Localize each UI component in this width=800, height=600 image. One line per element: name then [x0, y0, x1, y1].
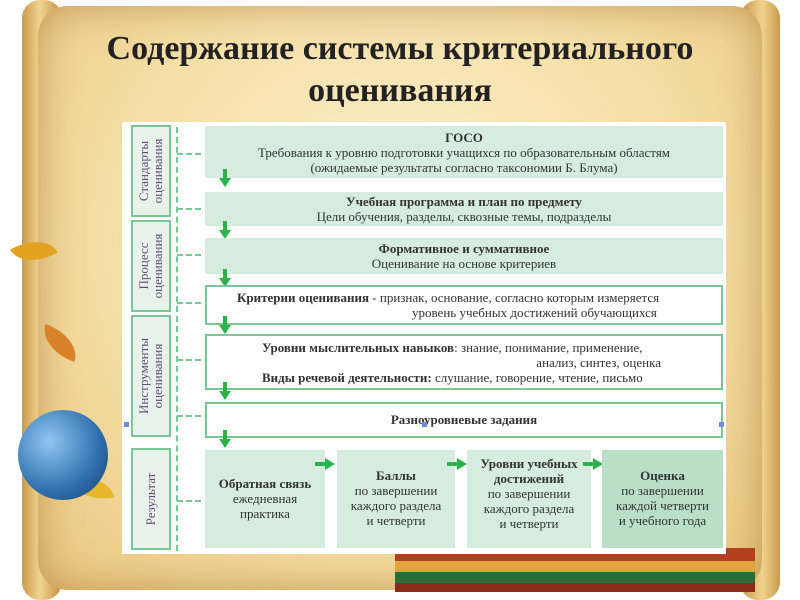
arrow-down-icon — [219, 382, 231, 400]
achievement-levels-line-1: по завершении — [487, 486, 571, 501]
goso-line-2: (ожидаемые результаты согласно таксономи… — [310, 160, 618, 175]
grade-line-2: каждой четверти — [616, 498, 709, 513]
dashed-connector — [177, 500, 201, 502]
speech-activity-heading: Виды речевой деятельности: — [262, 370, 432, 385]
grade-box: Оценка по завершении каждой четверти и у… — [602, 450, 723, 548]
points-box: Баллы по завершении каждого раздела и че… — [337, 450, 455, 548]
selection-handle — [124, 422, 129, 427]
points-heading: Баллы — [376, 468, 416, 483]
arrow-right-icon — [315, 458, 335, 470]
criteria-heading: Критерии оценивания — [237, 290, 370, 305]
dashed-connector — [177, 153, 201, 155]
side-label-result: Результат — [131, 448, 171, 550]
dashed-connector — [177, 208, 201, 210]
feedback-heading: Обратная связь — [218, 476, 312, 491]
goso-box: ГОСО Требования к уровню подготовки учащ… — [205, 126, 723, 178]
program-line-1: Цели обучения, разделы, сквозные темы, п… — [316, 209, 612, 224]
arrow-down-icon — [219, 430, 231, 448]
dashed-connector — [177, 359, 201, 361]
formative-heading: Формативное и суммативное — [378, 241, 550, 256]
books-icon — [395, 548, 755, 592]
feedback-line-2: практика — [240, 506, 290, 521]
formative-line-1: Оценивание на основе критериев — [371, 256, 557, 271]
achievement-levels-line-2: каждого раздела — [483, 501, 575, 516]
points-line-3: и четверти — [366, 513, 426, 528]
program-box: Учебная программа и план по предмету Цел… — [205, 192, 723, 226]
thinking-levels-text-1: : знание, понимание, применение, — [454, 340, 643, 355]
arrow-right-icon — [447, 458, 467, 470]
dashed-connector — [177, 254, 201, 256]
feedback-box: Обратная связь ежедневная практика — [205, 450, 325, 548]
globe-icon — [18, 410, 108, 500]
arrow-down-icon — [219, 169, 231, 187]
arrow-right-icon — [583, 458, 603, 470]
dashed-connector-vertical — [176, 127, 178, 551]
title-line-2: оценивания — [308, 72, 492, 109]
achievement-levels-line-3: и четверти — [499, 516, 559, 531]
criteria-box: Критерии оценивания - признак, основание… — [205, 285, 723, 325]
feedback-line-1: ежедневная — [232, 491, 298, 506]
selection-handle — [719, 422, 724, 427]
arrow-down-icon — [219, 269, 231, 287]
dashed-connector — [177, 302, 201, 304]
slide-title: Содержание системы критериального оценив… — [70, 28, 730, 112]
arrow-down-icon — [219, 316, 231, 334]
speech-activity-text: слушание, говорение, чтение, письмо — [431, 370, 643, 385]
multilevel-tasks-heading: Разноуровневые задания — [390, 412, 538, 427]
grade-heading: Оценка — [640, 468, 685, 483]
goso-heading: ГОСО — [445, 130, 483, 145]
goso-line-1: Требования к уровню подготовки учащихся … — [257, 145, 671, 160]
thinking-levels-box: Уровни мыслительных навыков: знание, пон… — [205, 334, 723, 390]
multilevel-tasks-box: Разноуровневые задания — [205, 402, 723, 438]
points-line-2: каждого раздела — [350, 498, 442, 513]
grade-line-1: по завершении — [621, 483, 704, 498]
thinking-levels-heading: Уровни мыслительных навыков — [262, 340, 455, 355]
dashed-connector — [177, 415, 201, 417]
criteria-line-1: - признак, основание, согласно которым и… — [369, 290, 660, 305]
program-heading: Учебная программа и план по предмету — [346, 194, 582, 209]
thinking-levels-text-2: анализ, синтез, оценка — [536, 355, 661, 370]
criteria-line-2: уровень учебных достижений обучающихся — [412, 305, 657, 320]
achievement-levels-box: Уровни учебных достижений по завершении … — [467, 450, 591, 548]
selection-handle — [422, 422, 427, 427]
formative-box: Формативное и суммативное Оценивание на … — [205, 238, 723, 274]
arrow-down-icon — [219, 221, 231, 239]
grade-line-3: и учебного года — [618, 513, 707, 528]
achievement-levels-heading-2: достижений — [493, 471, 565, 486]
title-line-1: Содержание системы критериального — [106, 30, 694, 67]
points-line-1: по завершении — [354, 483, 438, 498]
achievement-levels-heading-1: Уровни учебных — [480, 456, 578, 471]
